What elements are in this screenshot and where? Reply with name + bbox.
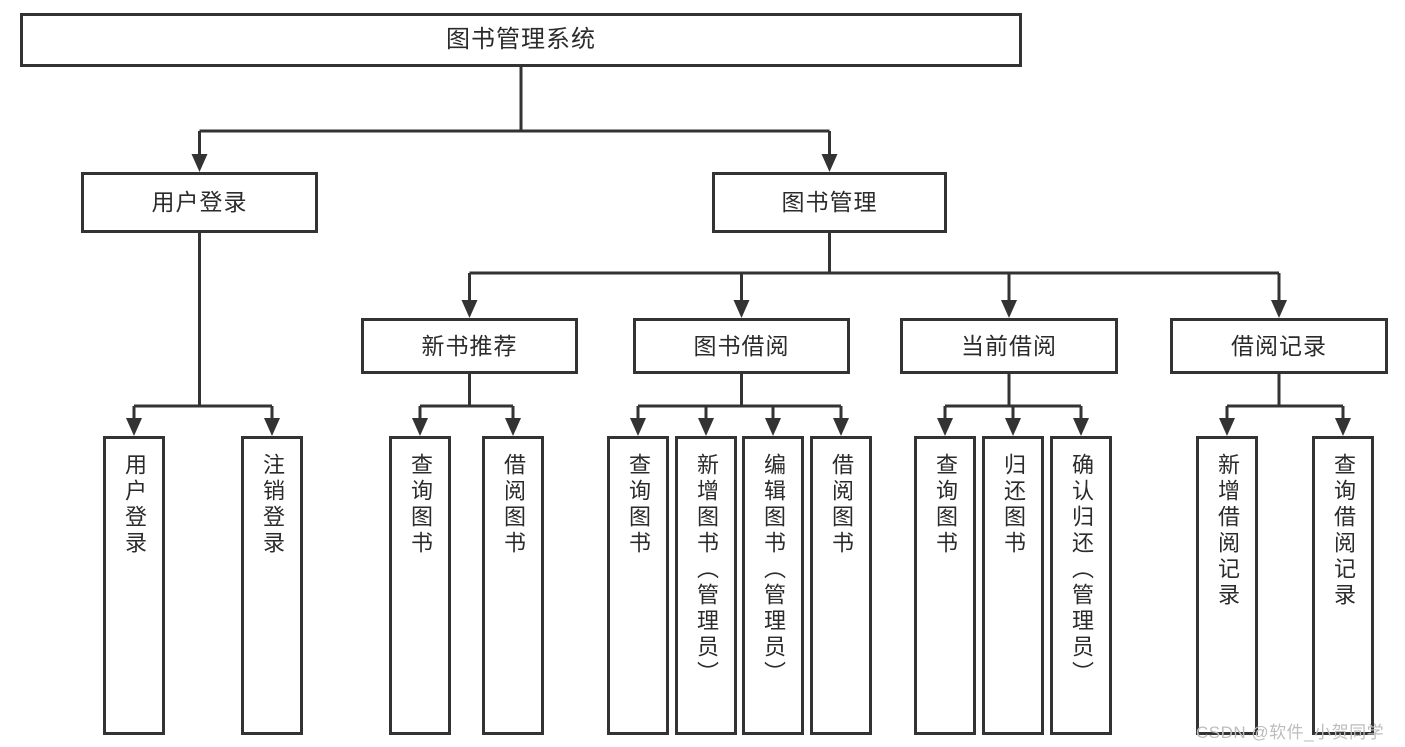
arrowhead [833, 418, 849, 436]
node-label: 借阅记录 [1231, 332, 1327, 359]
node-leaf-edit-book[interactable]: 编辑图书（管理员） [742, 436, 804, 735]
node-label: 借阅图书 [829, 453, 854, 557]
node-label: 编辑图书（管理员） [761, 453, 786, 687]
arrowhead [765, 418, 781, 436]
node-leaf-add-book[interactable]: 新增图书（管理员） [675, 436, 737, 735]
arrowhead [461, 300, 478, 318]
arrowhead [191, 154, 208, 172]
arrowhead [1219, 418, 1235, 436]
node-label: 当前借阅 [961, 332, 1057, 359]
node-label: 确认归还（管理员） [1069, 453, 1094, 687]
arrowhead [821, 154, 838, 172]
node-new-book-rec[interactable]: 新书推荐 [361, 318, 578, 374]
node-label: 图书管理系统 [446, 26, 596, 54]
node-leaf-add-record[interactable]: 新增借阅记录 [1196, 436, 1258, 735]
arrowhead [264, 418, 280, 436]
node-leaf-confirm-return[interactable]: 确认归还（管理员） [1050, 436, 1112, 735]
node-label: 用户登录 [122, 453, 147, 557]
arrowhead [1335, 418, 1351, 436]
node-label: 新增借阅记录 [1215, 453, 1240, 609]
node-leaf-user-login[interactable]: 用户登录 [103, 436, 165, 735]
node-leaf-borrow-book-1[interactable]: 借阅图书 [482, 436, 544, 735]
arrowhead [505, 418, 521, 436]
arrowhead [698, 418, 714, 436]
node-root[interactable]: 图书管理系统 [20, 13, 1022, 67]
arrowhead [937, 418, 953, 436]
node-user-login[interactable]: 用户登录 [81, 172, 318, 233]
arrowhead [126, 418, 142, 436]
node-leaf-borrow-book-2[interactable]: 借阅图书 [810, 436, 872, 735]
arrowhead [412, 418, 428, 436]
node-label: 图书借阅 [693, 332, 790, 359]
node-label: 查询借阅记录 [1331, 453, 1356, 609]
node-leaf-query-record[interactable]: 查询借阅记录 [1312, 436, 1374, 735]
csdn-watermark: CSDN @软件_小贺同学 [1196, 723, 1385, 742]
node-leaf-user-logout[interactable]: 注销登录 [241, 436, 303, 735]
node-leaf-query-book-3[interactable]: 查询图书 [914, 436, 976, 735]
node-label: 用户登录 [151, 189, 248, 216]
node-label: 归还图书 [1001, 453, 1026, 557]
arrowhead [630, 418, 646, 436]
node-label: 新书推荐 [421, 332, 518, 359]
node-leaf-query-book-1[interactable]: 查询图书 [389, 436, 451, 735]
arrowhead [733, 300, 750, 318]
node-book-manage[interactable]: 图书管理 [712, 172, 947, 233]
node-label: 查询图书 [626, 453, 651, 557]
node-leaf-query-book-2[interactable]: 查询图书 [607, 436, 669, 735]
node-leaf-return-book[interactable]: 归还图书 [982, 436, 1044, 735]
arrowhead [1001, 300, 1017, 318]
node-current-borrow[interactable]: 当前借阅 [900, 318, 1118, 374]
node-label: 注销登录 [260, 453, 285, 557]
node-label: 借阅图书 [501, 453, 526, 557]
arrowhead [1271, 300, 1287, 318]
node-label: 查询图书 [408, 453, 433, 557]
node-label: 新增图书（管理员） [694, 453, 719, 687]
arrowhead [1073, 418, 1089, 436]
node-label: 图书管理 [781, 189, 878, 216]
node-book-borrow[interactable]: 图书借阅 [633, 318, 850, 374]
arrowhead [1005, 418, 1021, 436]
node-label: 查询图书 [933, 453, 958, 557]
node-borrow-record[interactable]: 借阅记录 [1170, 318, 1388, 374]
